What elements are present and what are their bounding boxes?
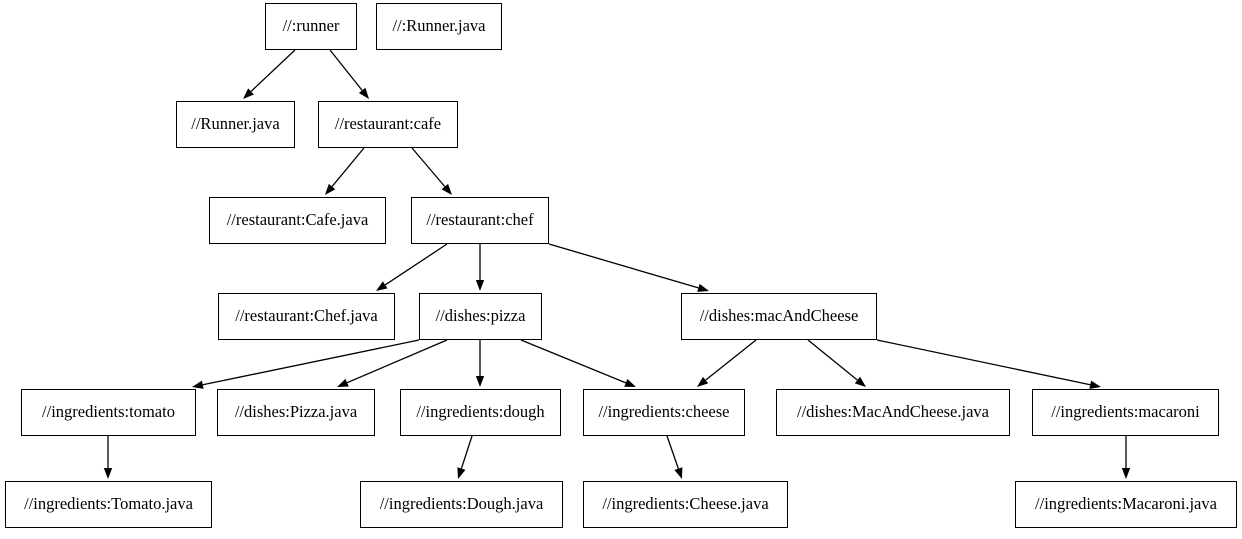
graph-node-ing_cheese[interactable]: //ingredients:cheese [583,389,745,436]
graph-edge-restaurant_cafe-to-restaurant_chef [411,147,452,195]
graph-edge-runner-to-restaurant_cafe [329,49,369,99]
graph-node-restaurant_chef[interactable]: //restaurant:chef [411,197,549,244]
graph-edge-restaurant_chef-to-dishes_pizza [475,244,485,291]
graph-edge-dishes_pizza-to-ing_cheese [520,339,636,387]
graph-edge-dishes_pizza-to-ing_dough [475,340,485,387]
graph-node-ing_macaroni_java[interactable]: //ingredients:Macaroni.java [1015,481,1237,528]
graph-node-runner[interactable]: //:runner [265,3,357,50]
graph-node-restaurant_cafe[interactable]: //restaurant:cafe [318,101,458,148]
graph-edge-dishes_pizza-to-ing_tomato [192,339,420,389]
graph-node-dishes_pizza_java[interactable]: //dishes:Pizza.java [217,389,375,436]
graph-edge-restaurant_chef-to-restaurant_chef_java [376,243,448,291]
graph-edge-runner-to-runner_java [243,49,296,99]
graph-node-ing_dough_java[interactable]: //ingredients:Dough.java [360,481,563,528]
graph-node-dishes_pizza[interactable]: //dishes:pizza [419,293,542,340]
graph-node-ing_macaroni[interactable]: //ingredients:macaroni [1032,389,1219,436]
graph-node-ing_tomato_java[interactable]: //ingredients:Tomato.java [5,481,212,528]
graph-node-dishes_macandcheese[interactable]: //dishes:macAndCheese [681,293,877,340]
graph-edge-ing_macaroni-to-ing_macaroni_java [1121,436,1131,479]
graph-edge-ing_tomato-to-ing_tomato_java [103,436,113,479]
graph-node-ing_tomato[interactable]: //ingredients:tomato [21,389,196,436]
graph-node-dishes_mac_java[interactable]: //dishes:MacAndCheese.java [776,389,1010,436]
graph-node-ing_cheese_java[interactable]: //ingredients:Cheese.java [583,481,788,528]
graph-edge-restaurant_chef-to-dishes_macandcheese [548,243,709,292]
graph-edge-dishes_macandcheese-to-ing_cheese [697,339,757,387]
graph-edge-dishes_macandcheese-to-ing_macaroni [876,339,1101,389]
graph-edge-dishes_pizza-to-dishes_pizza_java [337,339,448,387]
graph-node-ing_dough[interactable]: //ingredients:dough [400,389,561,436]
graph-edge-ing_cheese-to-ing_cheese_java [666,435,683,479]
graph-node-restaurant_chef_java[interactable]: //restaurant:Chef.java [218,293,395,340]
graph-edge-dishes_macandcheese-to-dishes_mac_java [807,339,866,387]
graph-edge-ing_dough-to-ing_dough_java [457,435,473,479]
graph-node-restaurant_cafe_java[interactable]: //restaurant:Cafe.java [209,197,386,244]
graph-node-root_runner_java[interactable]: //:Runner.java [376,3,502,50]
graph-edge-restaurant_cafe-to-restaurant_cafe_java [325,147,365,195]
graph-node-runner_java[interactable]: //Runner.java [176,101,295,148]
